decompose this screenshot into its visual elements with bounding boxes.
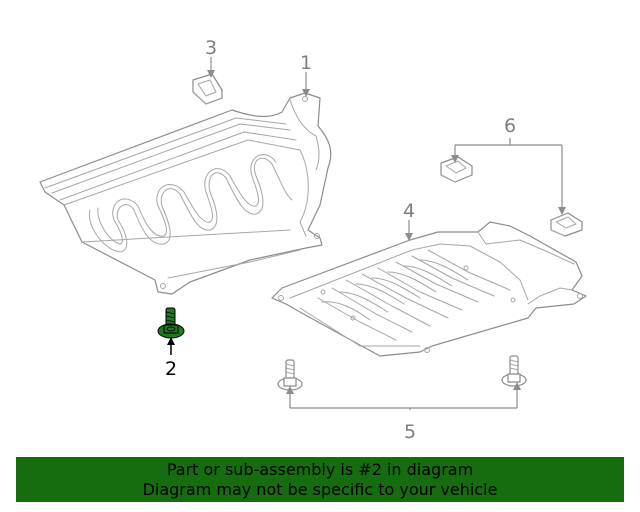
callout-5: 5 — [404, 421, 416, 443]
part-4-skid-plate[interactable] — [271, 221, 587, 357]
parts-diagram: 3 1 6 4 2 5 — [39, 37, 587, 443]
info-banner: Part or sub-assembly is #2 in diagram Di… — [16, 457, 624, 502]
callout-3: 3 — [205, 37, 217, 59]
callout-1: 1 — [300, 52, 312, 74]
callout-4: 4 — [403, 200, 415, 222]
part-6-clip-right[interactable] — [550, 212, 583, 237]
part-2-bolt-highlighted[interactable] — [157, 307, 185, 339]
part-1-skid-plate[interactable] — [39, 92, 332, 295]
part-5-bolt-left[interactable] — [277, 359, 303, 391]
banner-line-2: Diagram may not be specific to your vehi… — [142, 480, 498, 499]
banner-line-1: Part or sub-assembly is #2 in diagram — [166, 460, 474, 479]
part-6-clip-left[interactable] — [440, 156, 473, 183]
part-5-bolt-right[interactable] — [501, 355, 527, 387]
part-3-clip[interactable] — [192, 73, 223, 105]
callout-2: 2 — [165, 358, 177, 380]
arrowheads — [167, 70, 566, 394]
callout-6: 6 — [504, 115, 516, 137]
